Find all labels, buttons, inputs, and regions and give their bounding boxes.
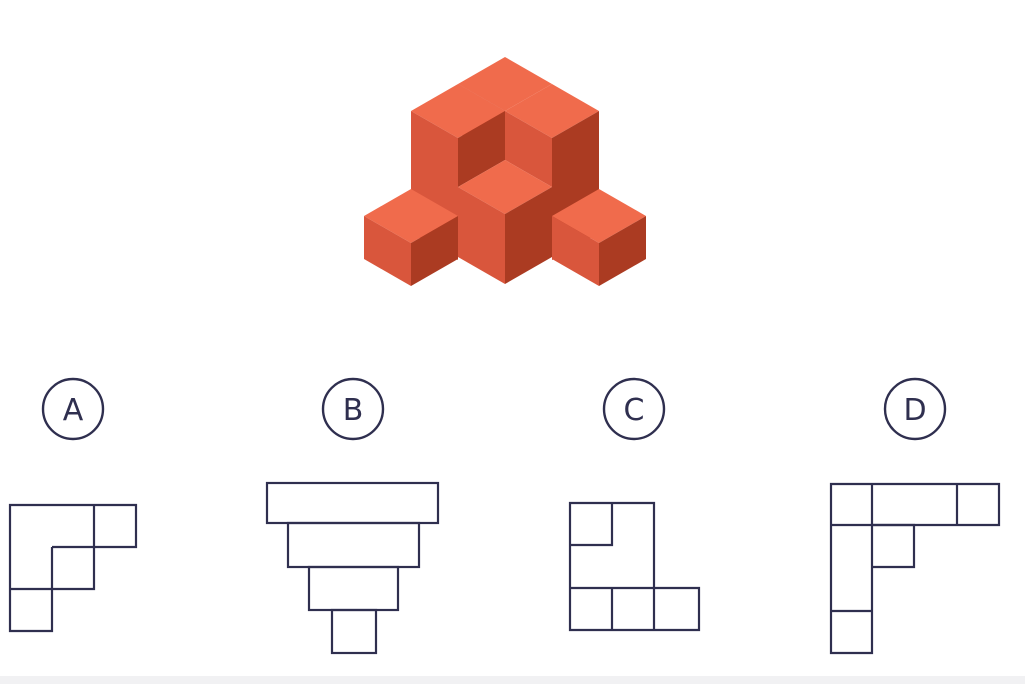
option-d-outline	[829, 482, 1001, 655]
option-d-shape	[829, 482, 1001, 655]
bottom-divider	[0, 676, 1025, 684]
option-b-tier-4	[330, 608, 378, 655]
option-a[interactable]: A	[41, 377, 105, 441]
option-c-label: C	[624, 393, 645, 428]
option-b-tier-3	[307, 565, 400, 612]
option-a-outline	[8, 503, 138, 633]
cube-left-small	[364, 189, 458, 286]
option-b-label: B	[343, 393, 364, 428]
option-d-label: D	[903, 393, 926, 428]
option-c-circle	[602, 377, 666, 441]
option-a-circle	[41, 377, 105, 441]
option-d-inner-lines	[831, 484, 959, 613]
cube-face-left	[552, 216, 599, 286]
cube-face-right	[411, 216, 458, 286]
option-d-circle	[883, 377, 947, 441]
cube-face-left	[505, 111, 552, 187]
option-b-tier-2	[286, 521, 421, 569]
option-c[interactable]: C	[602, 377, 666, 441]
cube-face-right	[505, 187, 552, 284]
option-b-shape	[265, 481, 440, 655]
option-b-tier-1	[265, 481, 440, 525]
option-d[interactable]: D	[883, 377, 947, 441]
option-c-inner-lines	[570, 503, 656, 630]
cube-right-small	[552, 189, 646, 286]
cube-center	[458, 160, 552, 284]
option-b[interactable]: B	[321, 377, 385, 441]
recess	[458, 111, 552, 187]
option-c-shape	[568, 501, 701, 632]
option-b-circle	[321, 377, 385, 441]
cube-face-left	[458, 187, 505, 284]
cube-face-right	[458, 111, 505, 187]
option-a-shape	[8, 503, 138, 633]
option-c-outline	[568, 501, 701, 632]
isometric-cube-figure	[364, 57, 646, 286]
cube-face-right	[599, 216, 646, 286]
option-a-inner-lines	[10, 505, 96, 591]
option-a-label: A	[63, 393, 84, 428]
cube-face-left	[364, 216, 411, 286]
